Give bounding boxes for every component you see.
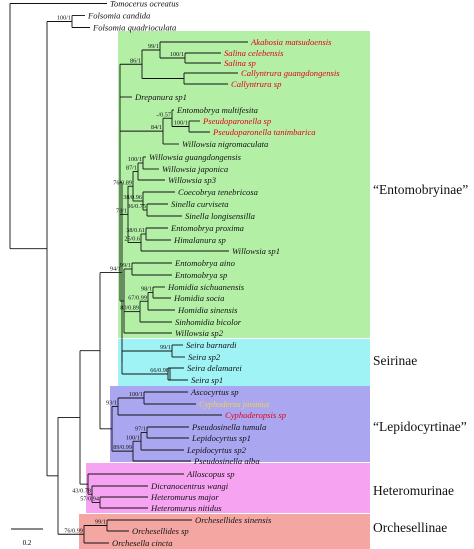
support-value: -/0.57	[156, 111, 171, 118]
taxon-label: Heteromurus major	[150, 492, 219, 502]
taxon-label: Lepidocyrtus sp2	[186, 445, 247, 455]
support-value: 94/1	[110, 266, 121, 273]
taxon-label: Lepidocyrtus sp1	[191, 433, 251, 443]
taxon-label: Salina celebensis	[224, 48, 284, 58]
scale-bar-label: 0.2	[23, 539, 32, 547]
taxon-label: Willowsia nigromaculata	[182, 139, 268, 149]
support-value: 80/0.89	[120, 305, 139, 312]
taxon-label: Seira delamarei	[187, 363, 242, 373]
taxon-label: Homidia sichuanensis	[167, 282, 245, 292]
taxon-label: Tomocerus ocreatus	[110, 0, 179, 9]
clade-label-orchesellinae: Orchesellinae	[373, 520, 447, 535]
clade-label-lepidocyrtinae: “Lepidocyrtinae”	[373, 419, 467, 434]
taxon-label: Pseudosinella tumula	[191, 422, 266, 432]
taxon-label: Akabosia matsudoensis	[250, 37, 332, 47]
support-value: 66/0.98	[150, 367, 169, 374]
taxon-label: Entomobrya aino	[174, 258, 236, 268]
taxon-label: Ascocyrtus sp	[190, 387, 239, 397]
taxon-label: Sinhomidia bicolor	[175, 317, 242, 327]
taxon-label: Cyphoderus javanus	[199, 399, 270, 409]
clade-label-heteromurinae: Heteromurinae	[373, 483, 454, 498]
tree-branches	[9, 3, 248, 544]
support-value: 25/0.6	[124, 236, 140, 243]
taxon-label: Sinella longisensilla	[185, 211, 255, 221]
support-value: 99/1	[95, 519, 106, 526]
taxon-label: Pseudoparonella tanimbarica	[212, 127, 316, 137]
taxon-label: Folsomia quadrioculata	[92, 23, 176, 33]
taxon-label: Coecobrya tenebricosa	[178, 187, 258, 197]
taxon-label: Alloscopus sp	[186, 469, 235, 479]
taxon-label: Orchesellides sinensis	[195, 515, 272, 525]
support-value: 43/0.78	[72, 487, 91, 494]
clade-label-seirinae: Seirinae	[373, 353, 417, 368]
taxon-label: Folsomia candida	[87, 11, 150, 21]
taxon-label: Callyntrura guangdongensis	[241, 68, 340, 78]
taxon-label: Willowsia sp1	[232, 246, 280, 256]
taxon-label: Seira sp2	[188, 352, 221, 362]
taxon-label: Homidia socia	[173, 293, 224, 303]
support-value: 100/1	[174, 120, 188, 127]
support-value: 98/1	[141, 286, 152, 293]
lepidocyrtinae-clade-box	[110, 386, 370, 462]
support-value: 100/1	[128, 156, 142, 163]
support-value: 100/1	[126, 434, 140, 441]
support-value: 86/1	[130, 57, 141, 64]
support-value: 89/0.99	[113, 444, 132, 451]
seirinae-clade-box	[118, 339, 370, 386]
taxon-label: Pseudoparonella sp	[202, 116, 272, 126]
taxon-label: Entomobrya sp	[174, 270, 228, 280]
taxon-label: Seira sp1	[191, 375, 223, 385]
clade-label-entomobryinae: “Entomobryinae”	[373, 182, 468, 197]
taxon-label: Willowsia guangdongensis	[149, 152, 242, 162]
support-value: 100/1	[57, 15, 71, 22]
support-value: 99/1	[148, 43, 159, 50]
taxon-label: Heteromurus nitidus	[150, 503, 222, 513]
taxon-label: Seira barnardi	[186, 340, 237, 350]
support-value: 84/1	[151, 124, 162, 131]
support-value: 97/1	[135, 426, 146, 433]
taxon-label: Dicranocentrus wangi	[150, 481, 229, 491]
support-value: 67/0.99	[128, 294, 147, 301]
taxon-label: Entomobrya multifesita	[176, 105, 258, 115]
support-value: 99/1	[120, 262, 131, 269]
taxon-label: Orchesella cincta	[112, 538, 173, 548]
taxon-label: Homidia sinensis	[177, 305, 238, 315]
taxon-label: Salina sp	[224, 58, 256, 68]
support-value: 38/0.96	[123, 194, 142, 201]
taxon-label: Willowsia japonica	[162, 164, 228, 174]
taxon-label: Himalanura sp	[173, 235, 227, 245]
support-value: 76/0.89	[113, 179, 132, 186]
heteromurinae-clade-box	[86, 463, 370, 513]
support-value: 76/0.99	[64, 527, 83, 534]
support-value: 57/0.94	[80, 496, 99, 503]
taxon-label: Entomobrya proxima	[170, 223, 244, 233]
support-value: 99/1	[160, 344, 171, 351]
taxon-label: Pseudosinella alba	[193, 456, 260, 466]
taxon-label: Cyphoderopsis sp	[225, 410, 287, 420]
support-value: 100/1	[129, 391, 143, 398]
support-value: 87/1	[126, 165, 137, 172]
support-value: 36/0.75	[127, 203, 146, 210]
taxon-label: Callyntrura sp	[231, 79, 282, 89]
support-value: 78/1	[116, 207, 127, 214]
support-values: 100/1100/199/186/1100/1-/0.5784/1100/187…	[57, 15, 188, 535]
support-value: 93/1	[106, 400, 117, 407]
support-value: 100/1	[170, 51, 184, 58]
taxon-label: Sinella curviseta	[171, 199, 229, 209]
taxon-label: Willowsia sp3	[168, 175, 216, 185]
taxon-label: Orchesellides sp	[132, 526, 189, 536]
taxon-label: Willowsia sp2	[175, 328, 224, 338]
support-value: 38/0.61	[126, 227, 145, 234]
taxon-label: Drepanura sp1	[134, 92, 187, 102]
